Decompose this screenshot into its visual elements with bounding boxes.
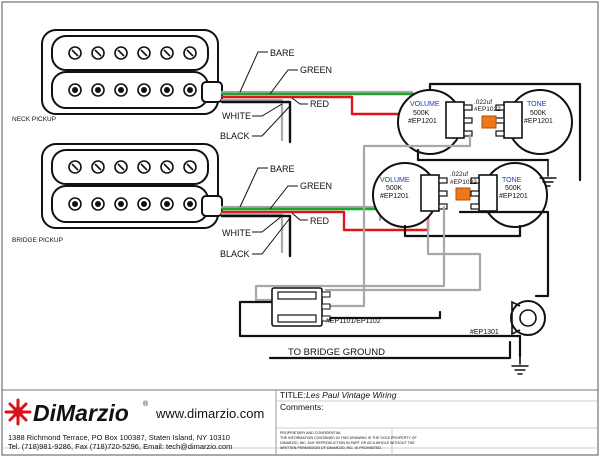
neck-white-wire bbox=[220, 98, 284, 142]
website-link[interactable]: www.dimarzio.com bbox=[155, 406, 264, 421]
company-address: 1388 Richmond Terrace, PO Box 100387, St… bbox=[8, 433, 230, 442]
company-contact: Tel. (718)981-9286, Fax (718)720-5296, E… bbox=[8, 442, 232, 451]
bridge-pickup-label: BRIDGE PICKUP bbox=[12, 237, 63, 244]
neck-cap-value: .022uf bbox=[474, 99, 492, 106]
output-jack bbox=[510, 300, 546, 336]
comments-label: Comments: bbox=[280, 402, 323, 412]
bridge-green-label: GREEN bbox=[300, 181, 332, 191]
proprietary-line-3: WRITTEN PERMISSION OF DIMARZIO, INC. IS … bbox=[280, 446, 382, 450]
neck-volume-value: 500K bbox=[413, 110, 430, 117]
bridge-bare-label: BARE bbox=[270, 164, 295, 174]
neck-volume-title: VOLUME bbox=[410, 101, 440, 108]
jack-label: #EP1301 bbox=[470, 329, 499, 336]
neck-tone-pot bbox=[495, 89, 573, 155]
neck-pickup bbox=[41, 29, 223, 115]
neck-volume-pot bbox=[397, 89, 473, 155]
neck-black-wire bbox=[220, 100, 292, 144]
dimarzio-logo: DiMarzio ® bbox=[4, 398, 149, 426]
neck-red-label: RED bbox=[310, 99, 330, 109]
drawing-title: Les Paul Vintage Wiring bbox=[306, 390, 397, 400]
neck-capacitor bbox=[481, 115, 497, 129]
proprietary-line-1: THE INFORMATION CONTAINED IN THIS DRAWIN… bbox=[280, 436, 417, 440]
bridge-volume-pot bbox=[372, 162, 448, 228]
wire-leaders bbox=[239, 51, 308, 255]
neck-tone-title: TONE bbox=[527, 101, 547, 108]
neck-black-label: BLACK bbox=[220, 131, 250, 141]
switch-label: #EP1101/EP1102 bbox=[326, 318, 381, 325]
registered-mark: ® bbox=[143, 400, 149, 408]
bridge-tone-value: 500K bbox=[505, 185, 522, 192]
neck-white-label: WHITE bbox=[222, 111, 251, 121]
bridge-volume-part: #EP1201 bbox=[380, 193, 409, 200]
bridge-volume-title: VOLUME bbox=[380, 177, 410, 184]
bridge-cap-part: #EP1022 bbox=[450, 179, 477, 186]
bridge-tone-title: TONE bbox=[502, 177, 522, 184]
bridge-red-label: RED bbox=[310, 216, 330, 226]
neck-tone-part: #EP1201 bbox=[524, 118, 553, 125]
bridge-black-label: BLACK bbox=[220, 249, 250, 259]
title-prefix: TITLE: bbox=[280, 390, 306, 400]
neck-tone-value: 500K bbox=[530, 110, 547, 117]
neck-bare-label: BARE bbox=[270, 48, 295, 58]
bridge-capacitor bbox=[455, 187, 471, 201]
bridge-cap-value: .022uf bbox=[450, 171, 468, 178]
bridge-white-wire bbox=[220, 212, 284, 254]
proprietary-line-2: DIMARZIO, INC. ANY REPRODUCTION IN PART … bbox=[280, 441, 415, 445]
bridge-ground-label: TO BRIDGE GROUND bbox=[288, 347, 385, 358]
neck-cap-part: #EP1022 bbox=[474, 106, 501, 113]
control-wiring bbox=[238, 82, 582, 375]
bridge-tone-part: #EP1201 bbox=[499, 193, 528, 200]
bridge-volume-value: 500K bbox=[386, 185, 403, 192]
title-block bbox=[2, 389, 598, 455]
neck-volume-part: #EP1201 bbox=[408, 118, 437, 125]
bridge-black-wire bbox=[220, 214, 292, 258]
bridge-white-label: WHITE bbox=[222, 228, 251, 238]
proprietary-heading: PROPRIETARY AND CONFIDENTIAL bbox=[280, 431, 341, 435]
neck-pickup-label: NECK PICKUP bbox=[12, 116, 56, 123]
selector-switch bbox=[271, 287, 331, 327]
bridge-pickup bbox=[41, 143, 223, 229]
brand-name: DiMarzio bbox=[33, 400, 129, 426]
neck-green-label: GREEN bbox=[300, 65, 332, 75]
